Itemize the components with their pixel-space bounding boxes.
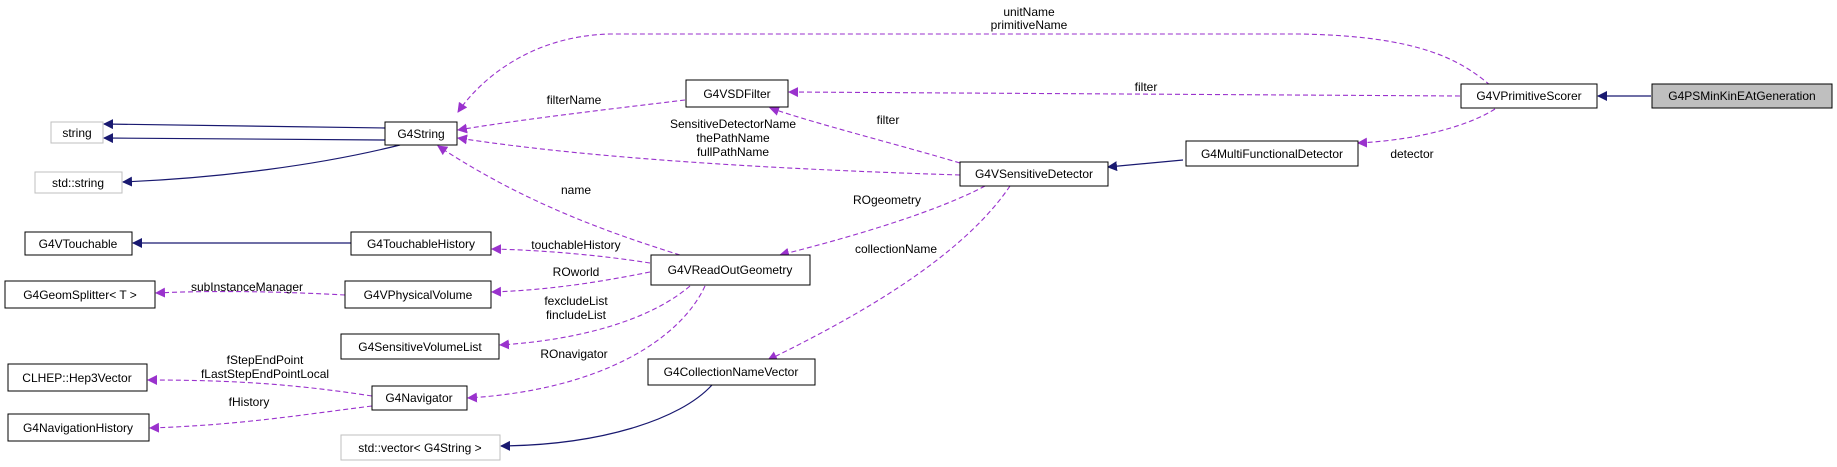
edge-fstependpoint [147, 375, 373, 397]
edge-fhistory [149, 405, 373, 433]
node-label-g4touchablehistory: G4TouchableHistory [367, 237, 475, 251]
node-label-g4collectionnamevector: G4CollectionNameVector [664, 365, 799, 379]
label-sensitivedetectorname: SensitiveDetectorName [670, 117, 796, 131]
edge-subinstancemanager [155, 287, 346, 298]
node-label-g4psminkineatgeneration: G4PSMinKinEAtGeneration [1668, 89, 1815, 103]
edge-collectionname [767, 185, 1011, 361]
label-subinstancemanager: subInstanceManager [191, 280, 303, 294]
edge-rogeometry [779, 185, 986, 258]
label-detector: detector [1390, 147, 1433, 161]
node-g4geomsplitter[interactable]: G4GeomSplitter< T > [4, 280, 156, 309]
node-g4vprimitivescorer[interactable]: G4VPrimitiveScorer [1460, 83, 1598, 109]
node-g4vreadoutgeometry[interactable]: G4VReadOutGeometry [650, 254, 811, 286]
node-g4collectionnamevector[interactable]: G4CollectionNameVector [647, 358, 816, 386]
edge-name [437, 145, 681, 256]
edge-filtername [457, 99, 686, 134]
label-fexcludelist: fexcludeList [544, 294, 608, 308]
label-roworld: ROworld [553, 265, 600, 279]
node-label-g4vreadoutgeometry: G4VReadOutGeometry [668, 263, 793, 277]
edge-g4string-std-string [122, 144, 401, 187]
node-g4vtouchable[interactable]: G4VTouchable [24, 231, 133, 256]
label-filter-top: filter [1135, 80, 1158, 94]
edge-touchablehistory [491, 244, 651, 264]
node-label-g4geomsplitter: G4GeomSplitter< T > [23, 288, 137, 302]
label-name: name [561, 183, 591, 197]
label-filtername: filterName [547, 93, 602, 107]
label-ronavigator: ROnavigator [540, 347, 607, 361]
label-filter-sd: filter [877, 113, 900, 127]
node-label-g4navigationhistory: G4NavigationHistory [23, 421, 133, 435]
node-label-g4vprimitivescorer: G4VPrimitiveScorer [1476, 89, 1581, 103]
label-primitivename: primitiveName [991, 18, 1068, 32]
label-fstependpoint: fStepEndPoint [227, 353, 304, 367]
edge-sd-sdfilter-inherit [1107, 159, 1184, 172]
label-flaststependpointlocal: fLastStepEndPointLocal [201, 367, 329, 381]
node-label-g4multifunctionaldetector: G4MultiFunctionalDetector [1201, 147, 1343, 161]
node-label-g4vphysicalvolume: G4VPhysicalVolume [364, 288, 473, 302]
edge-collectionnamevector-stdvector [500, 384, 713, 451]
node-clhep-hep3vector[interactable]: CLHEP::Hep3Vector [7, 363, 148, 392]
node-label-g4navigator: G4Navigator [385, 391, 452, 405]
node-label-g4vtouchable: G4VTouchable [39, 237, 118, 251]
edge-filter-top [788, 87, 1461, 98]
node-label-std-vector-g4string: std::vector< G4String > [358, 441, 481, 455]
node-g4vsensitivedetector[interactable]: G4VSensitiveDetector [959, 161, 1109, 187]
label-thepathname: thePathName [696, 131, 770, 145]
node-g4sensitivevolumelist[interactable]: G4SensitiveVolumeList [340, 333, 500, 360]
node-label-g4string: G4String [397, 127, 444, 141]
node-g4vphysicalvolume[interactable]: G4VPhysicalVolume [344, 280, 492, 309]
node-g4navigator[interactable]: G4Navigator [371, 385, 468, 411]
label-touchablehistory: touchableHistory [531, 238, 620, 252]
edge-g4string-string-1 [103, 119, 386, 130]
edge-ronavigator [467, 285, 706, 403]
label-fhistory: fHistory [229, 395, 270, 409]
edge-filter-sd [769, 106, 961, 164]
label-fincludelist: fincludeList [546, 308, 607, 322]
node-std-vector-g4string[interactable]: std::vector< G4String > [340, 434, 501, 461]
node-g4psminkineatgeneration[interactable]: G4PSMinKinEAtGeneration [1651, 83, 1833, 109]
node-label-g4vsensitivedetector: G4VSensitiveDetector [975, 167, 1093, 181]
node-label-std-string: std::string [52, 176, 104, 190]
label-unitname: unitName [1003, 5, 1055, 19]
node-label-string: string [62, 126, 91, 140]
node-label-g4sensitivevolumelist: G4SensitiveVolumeList [358, 340, 482, 354]
edge-sd-names [457, 134, 961, 176]
edge-fexclude-finclude [499, 285, 691, 350]
node-std-string[interactable]: std::string [34, 171, 123, 194]
edge-unitname-primitivename [457, 33, 1491, 113]
edge-detector [1357, 108, 1496, 148]
node-label-g4vsdfilter: G4VSDFilter [703, 87, 770, 101]
node-g4string[interactable]: G4String [384, 121, 458, 146]
node-label-clhep-hep3vector: CLHEP::Hep3Vector [22, 371, 131, 385]
label-collectionname: collectionName [855, 242, 937, 256]
edge-roworld [491, 271, 651, 297]
node-g4multifunctionaldetector[interactable]: G4MultiFunctionalDetector [1185, 140, 1359, 167]
edge-g4string-string-2 [103, 133, 386, 144]
label-rogeometry: ROgeometry [853, 193, 921, 207]
label-fullpathname: fullPathName [697, 145, 769, 159]
node-string[interactable]: string [50, 121, 104, 144]
node-g4touchablehistory[interactable]: G4TouchableHistory [350, 231, 492, 256]
node-g4navigationhistory[interactable]: G4NavigationHistory [7, 413, 150, 442]
node-g4vsdfilter[interactable]: G4VSDFilter [685, 79, 789, 108]
